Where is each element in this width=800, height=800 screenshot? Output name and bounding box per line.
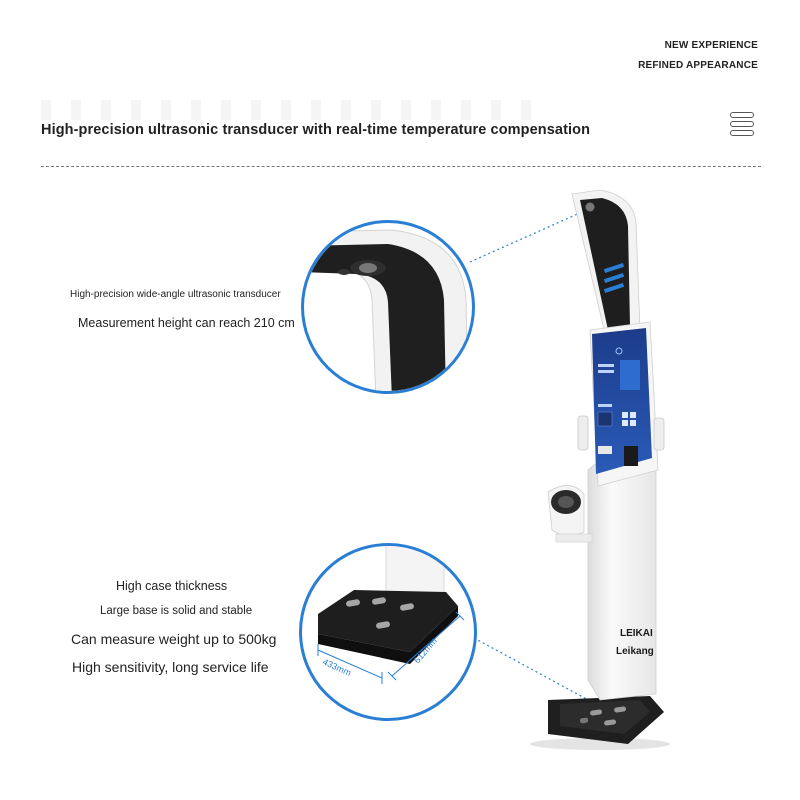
feature-sensitivity: High sensitivity, long service life — [72, 659, 269, 675]
brand-name-2: Leikang — [616, 646, 654, 657]
tagline-line-1: NEW EXPERIENCE — [664, 40, 758, 51]
feature-large-base: Large base is solid and stable — [100, 605, 253, 617]
feature-measurement-height: Measurement height can reach 210 cm — [78, 316, 295, 330]
feature-max-weight: Can measure weight up to 500kg — [71, 631, 277, 647]
connector-top — [469, 211, 583, 263]
brand-name-1: LEIKAI — [620, 628, 653, 639]
height-weight-scale — [530, 189, 670, 750]
transducer-closeup — [304, 229, 469, 391]
feature-transducer: High-precision wide-angle ultrasonic tra… — [70, 289, 281, 300]
tagline-line-2: REFINED APPEARANCE — [638, 60, 758, 71]
page-headline: High-precision ultrasonic transducer wit… — [41, 122, 591, 138]
headline-ghost-texture — [41, 100, 541, 120]
scale-column — [587, 457, 657, 701]
dashed-divider — [41, 166, 761, 167]
base-closeup — [317, 546, 465, 684]
connector-bottom — [473, 637, 593, 703]
header-tagline: NEW EXPERIENCE REFINED APPEARANCE — [638, 36, 758, 76]
feature-case-thickness: High case thickness — [116, 579, 228, 593]
menu-icon[interactable] — [728, 110, 756, 138]
